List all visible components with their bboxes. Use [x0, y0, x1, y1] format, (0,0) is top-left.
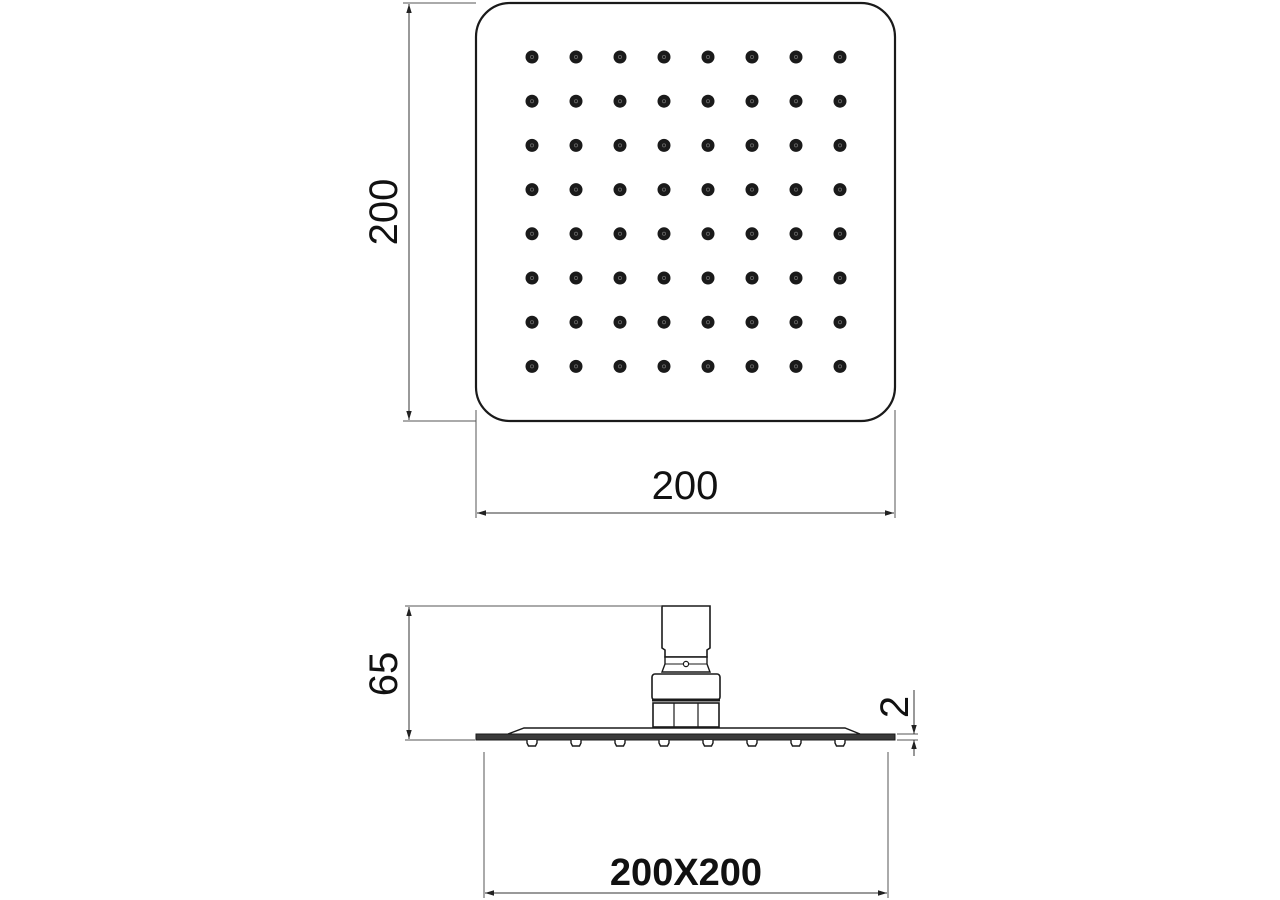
nozzle-icon — [613, 50, 627, 64]
nozzle-icon — [569, 315, 583, 329]
nozzle-icon — [569, 359, 583, 373]
side-nozzle-icon — [790, 740, 802, 747]
nozzle-icon — [745, 138, 759, 152]
nozzle-icon — [657, 271, 671, 285]
nozzle-icon — [701, 227, 715, 241]
nozzle-icon — [833, 138, 847, 152]
nozzle-icon — [833, 94, 847, 108]
nozzle-icon — [657, 50, 671, 64]
nozzle-icon — [833, 271, 847, 285]
nozzle-icon — [657, 227, 671, 241]
nozzle-icon — [657, 359, 671, 373]
shower-plate-side — [475, 733, 896, 741]
connector-nut — [661, 605, 711, 658]
nozzle-icon — [789, 50, 803, 64]
nozzle-icon — [613, 138, 627, 152]
nozzle-icon — [657, 138, 671, 152]
shower-head-plate-outline — [474, 1, 897, 423]
nozzle-icon — [569, 183, 583, 197]
nozzle-icon — [789, 138, 803, 152]
plate-thickness-dimension: 2 — [873, 690, 918, 756]
nozzle-icon — [745, 94, 759, 108]
nozzle-icon — [525, 227, 539, 241]
side-view: 65 2 200X200 — [362, 605, 918, 898]
height-dimension-label: 200 — [362, 179, 406, 246]
side-nozzle-icon — [570, 740, 582, 747]
nozzle-icon — [525, 359, 539, 373]
side-nozzle-icon — [526, 740, 538, 747]
nozzle-icon — [569, 227, 583, 241]
nozzle-icon — [525, 183, 539, 197]
nozzle-icon — [701, 50, 715, 64]
nozzle-icon — [745, 227, 759, 241]
side-nozzle-icon — [702, 740, 714, 747]
overall-height-label: 65 — [362, 652, 406, 697]
nozzle-icon — [789, 315, 803, 329]
nozzle-grid — [525, 50, 847, 373]
nozzle-icon — [833, 183, 847, 197]
nozzle-icon — [789, 227, 803, 241]
nozzle-icon — [833, 50, 847, 64]
nozzle-icon — [701, 138, 715, 152]
nozzle-icon — [569, 138, 583, 152]
nozzle-icon — [789, 94, 803, 108]
nozzle-icon — [657, 315, 671, 329]
overall-size-label: 200X200 — [610, 852, 762, 894]
set-screw — [682, 660, 690, 668]
nozzle-icon — [745, 315, 759, 329]
hex-base — [652, 702, 720, 728]
nozzle-icon — [789, 183, 803, 197]
nozzle-icon — [833, 359, 847, 373]
nozzle-icon — [613, 315, 627, 329]
nozzle-icon — [701, 94, 715, 108]
plate-boss — [507, 727, 861, 735]
nozzle-icon — [613, 94, 627, 108]
nozzle-icon — [789, 271, 803, 285]
nozzle-icon — [613, 183, 627, 197]
nozzle-icon — [701, 183, 715, 197]
nozzle-icon — [613, 227, 627, 241]
nozzle-icon — [701, 315, 715, 329]
plate-thickness-label: 2 — [873, 696, 917, 718]
nozzle-icon — [833, 227, 847, 241]
nozzle-icon — [657, 94, 671, 108]
nozzle-icon — [525, 50, 539, 64]
collar — [651, 673, 721, 701]
nozzle-icon — [789, 359, 803, 373]
height-dimension: 200 — [362, 2, 476, 422]
side-nozzle-icon — [746, 740, 758, 747]
nozzle-icon — [701, 359, 715, 373]
nozzle-icon — [745, 359, 759, 373]
nozzle-icon — [613, 271, 627, 285]
nozzle-icon — [745, 183, 759, 197]
nozzle-icon — [525, 315, 539, 329]
nozzle-icon — [745, 271, 759, 285]
nozzle-icon — [613, 359, 627, 373]
nozzle-icon — [569, 50, 583, 64]
nozzle-icon — [833, 315, 847, 329]
side-nozzle-icon — [658, 740, 670, 747]
side-nozzles — [526, 740, 846, 747]
overall-size-dimension: 200X200 — [483, 752, 889, 898]
nozzle-icon — [701, 271, 715, 285]
width-dimension-label: 200 — [652, 464, 719, 508]
nozzle-icon — [745, 50, 759, 64]
nozzle-icon — [525, 94, 539, 108]
width-dimension: 200 — [475, 410, 896, 518]
nozzle-icon — [569, 271, 583, 285]
side-nozzle-icon — [614, 740, 626, 747]
nozzle-icon — [569, 94, 583, 108]
nozzle-icon — [525, 271, 539, 285]
nozzle-icon — [657, 183, 671, 197]
nozzle-icon — [525, 138, 539, 152]
side-nozzle-icon — [834, 740, 846, 747]
overall-height-dimension: 65 — [362, 605, 662, 741]
top-view: 200 200 — [362, 1, 897, 518]
